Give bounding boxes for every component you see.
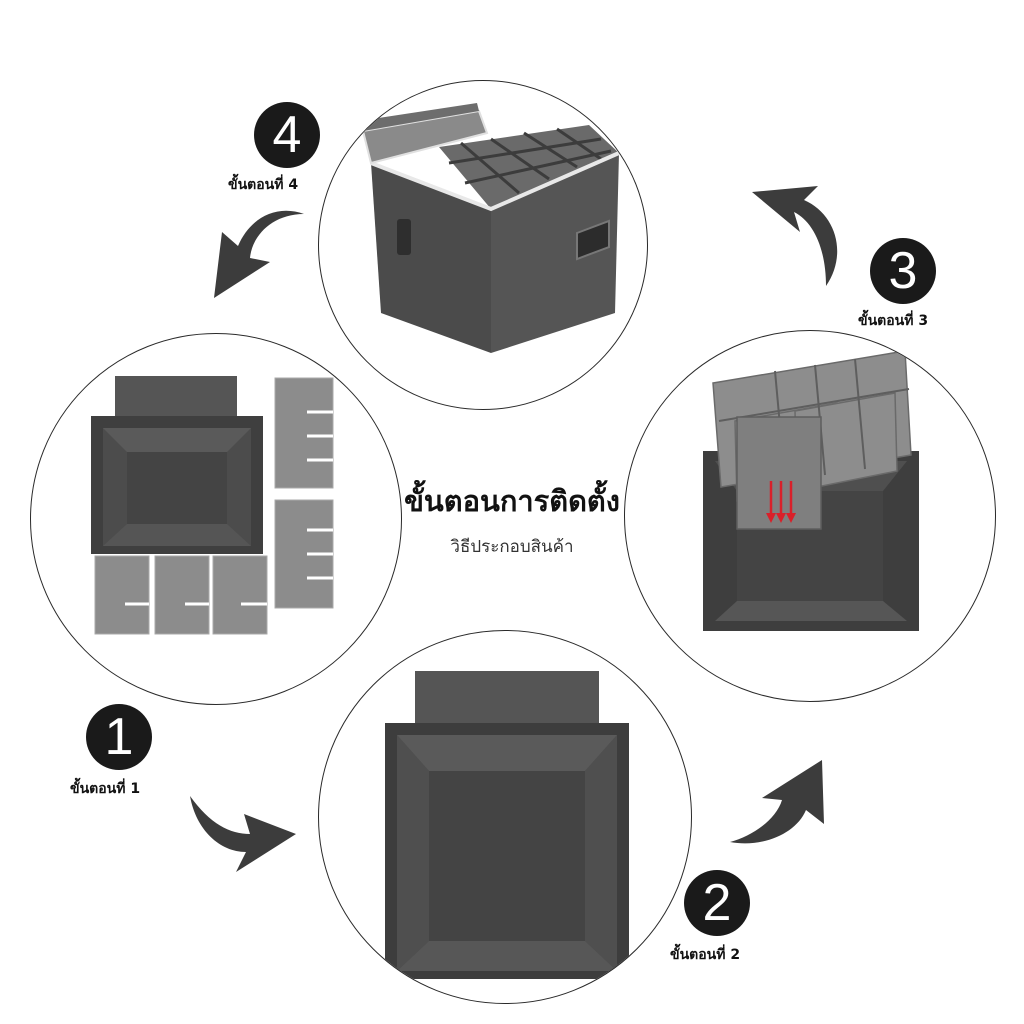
curved-arrow-icon	[190, 796, 296, 872]
open-box-illustration	[385, 671, 629, 979]
down-arrow-icon	[766, 481, 796, 523]
step-4-badge: 4	[254, 102, 320, 168]
step-3-badge: 3	[870, 238, 936, 304]
finished-box-illustration	[359, 103, 620, 353]
step-4-label: ขั้นตอนที่ 4	[228, 177, 299, 193]
box-with-dividers-illustration	[91, 376, 334, 635]
step-1-image	[30, 333, 402, 705]
step-2-label: ขั้นตอนที่ 2	[670, 947, 741, 963]
step-3-label: ขั้นตอนที่ 3	[858, 313, 929, 329]
step-1-badge: 1	[86, 704, 152, 770]
step-4-image	[318, 80, 648, 410]
step-3-image	[624, 330, 996, 702]
page-title: ขั้นตอนการติดตั้ง	[404, 484, 620, 518]
page-subtitle: วิธีประกอบสินค้า	[450, 537, 574, 557]
step-2-badge: 2	[684, 870, 750, 936]
curved-arrow-icon	[752, 186, 838, 286]
curved-arrow-icon	[730, 760, 824, 844]
step-1-label: ขั้นตอนที่ 1	[70, 781, 141, 797]
step-2-image	[318, 630, 692, 1004]
curved-arrow-icon	[214, 210, 304, 298]
inserting-dividers-illustration	[703, 350, 919, 631]
